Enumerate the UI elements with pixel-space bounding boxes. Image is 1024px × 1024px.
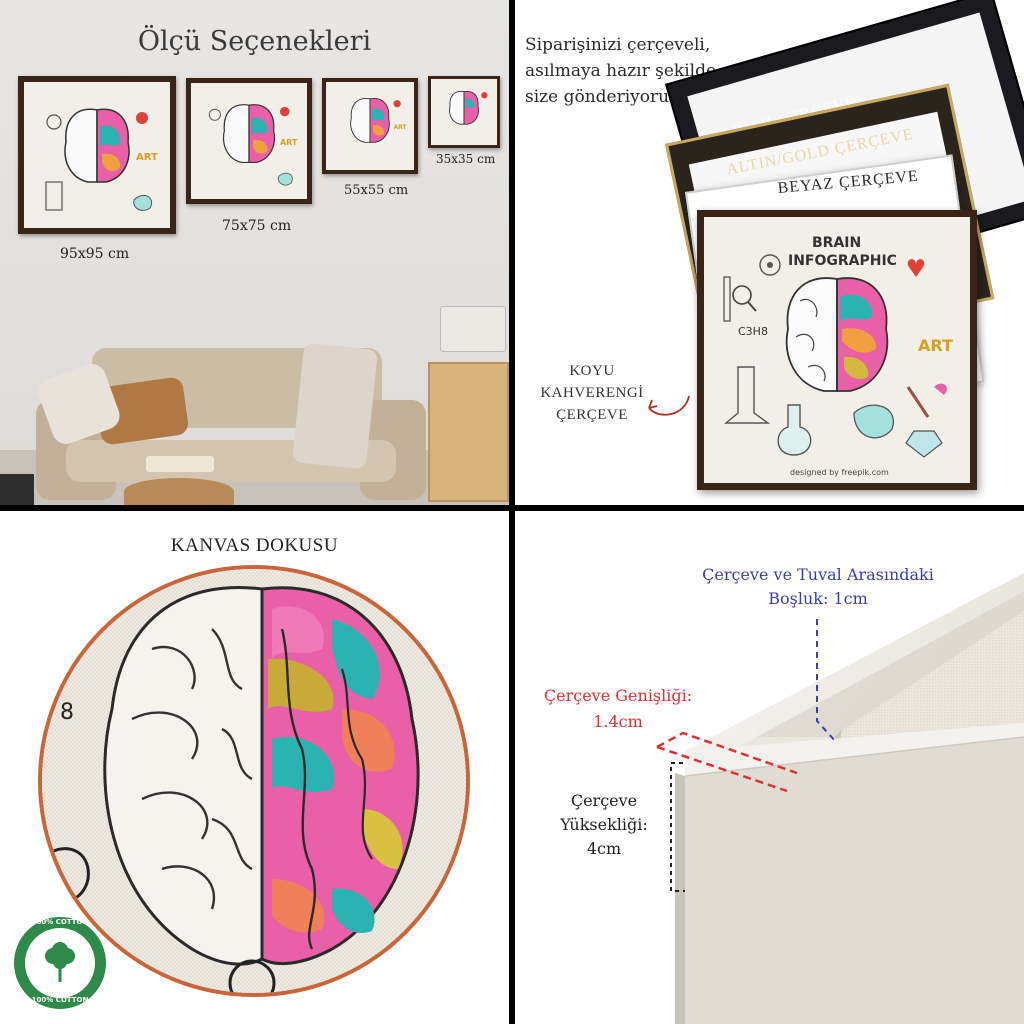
brown-frame-label: KOYU KAHVERENGİ ÇERÇEVE [537,360,647,426]
throw-blanket [291,342,379,470]
brain-artwork-thumb [431,79,497,145]
intro-line-1: Siparişinizi çerçeveli, [525,35,711,55]
frame-75-preview: ART [186,78,312,204]
svg-text:ART: ART [136,152,158,163]
art-credit: designed by freepik.com [790,468,889,477]
brain-infographic-art: BRAIN INFOGRAPHIC ART C3H8 designed by f… [704,217,970,483]
brown-frame-artwork: BRAIN INFOGRAPHIC ART C3H8 designed by f… [697,210,977,490]
brown-label-line-3: ÇERÇEVE [556,407,628,423]
gap-label: Çerçeve ve Tuval Arasındaki Boşluk: 1cm [675,563,961,611]
width-label: Çerçeve Genişliği: 1.4cm [533,683,703,735]
cotton-badge-text-top: 100% COTTON [31,918,89,926]
canvas-texture-panel: KANVAS DOKUSU 8 [0,511,509,1024]
size-label-55: 55x55 cm [344,183,409,198]
coffee-table [124,478,234,505]
size-label-95: 95x95 cm [60,246,130,262]
intro-text: Siparişinizi çerçeveli, asılmaya hazır ş… [525,32,716,110]
gap-label-line-1: Çerçeve ve Tuval Arasındaki [702,565,934,584]
height-label: Çerçeve Yüksekliği: 4cm [549,789,659,861]
width-label-line-2: 1.4cm [593,712,643,731]
height-label-line-1: Çerçeve [570,791,638,810]
art-word: ART [918,336,953,355]
frame-95-preview: ART [18,76,176,234]
frame-dimensions-panel: Çerçeve ve Tuval Arasındaki Boşluk: 1cm … [515,511,1024,1024]
canvas-texture-title: KANVAS DOKUSU [170,535,339,556]
vertical-divider [509,0,515,1024]
svg-text:ART: ART [280,138,298,147]
width-label-line-1: Çerçeve Genişliği: [543,686,693,705]
side-chair [0,474,34,505]
cotton-badge-text-bottom: 100% COTTON [31,996,89,1004]
art-title-line1: BRAIN [812,235,861,251]
frame-35-preview [428,76,500,148]
size-options-title: Ölçü Seçenekleri [137,26,372,57]
brown-label-line-2: KAHVERENGİ [540,385,644,401]
cotton-plant-icon [45,942,75,982]
intro-line-2: asılmaya hazır şekilde [525,61,717,81]
brain-artwork-thumb: ART [191,83,307,199]
frame-corner-illustration [656,573,1024,1024]
horizontal-divider [0,505,1024,511]
svg-text:ART: ART [394,124,408,131]
open-book [146,456,214,472]
record-player [440,306,506,352]
art-formula: C3H8 [738,325,768,338]
frame-colors-panel: Siparişinizi çerçeveli, asılmaya hazır ş… [515,0,1024,505]
height-label-line-2: Yüksekliği: [560,815,648,834]
brain-artwork-thumb: ART [326,82,414,170]
size-label-35: 35x35 cm [436,152,496,166]
curved-arrow-icon [648,395,690,416]
svg-text:8: 8 [60,700,74,725]
side-cabinet [428,362,509,502]
brown-label-line-1: KOYU [569,363,615,379]
cotton-badge: 100% COTTON 100% COTTON [14,917,106,1009]
art-title-line2: INFOGRAPHIC [788,253,897,269]
size-options-panel: Ölçü Seçenekleri ART 95x95 cm ART [0,0,509,505]
gap-label-line-2: Boşluk: 1cm [768,589,868,608]
brain-closeup-art: 8 [42,569,466,993]
size-label-75: 75x75 cm [222,218,292,234]
height-label-line-3: 4cm [586,839,622,858]
canvas-closeup-circle: 8 [38,565,470,997]
frame-55-preview: ART [322,78,418,174]
brain-artwork-thumb: ART [24,82,170,228]
intro-line-3: size gönderiyoruz. [525,87,684,107]
